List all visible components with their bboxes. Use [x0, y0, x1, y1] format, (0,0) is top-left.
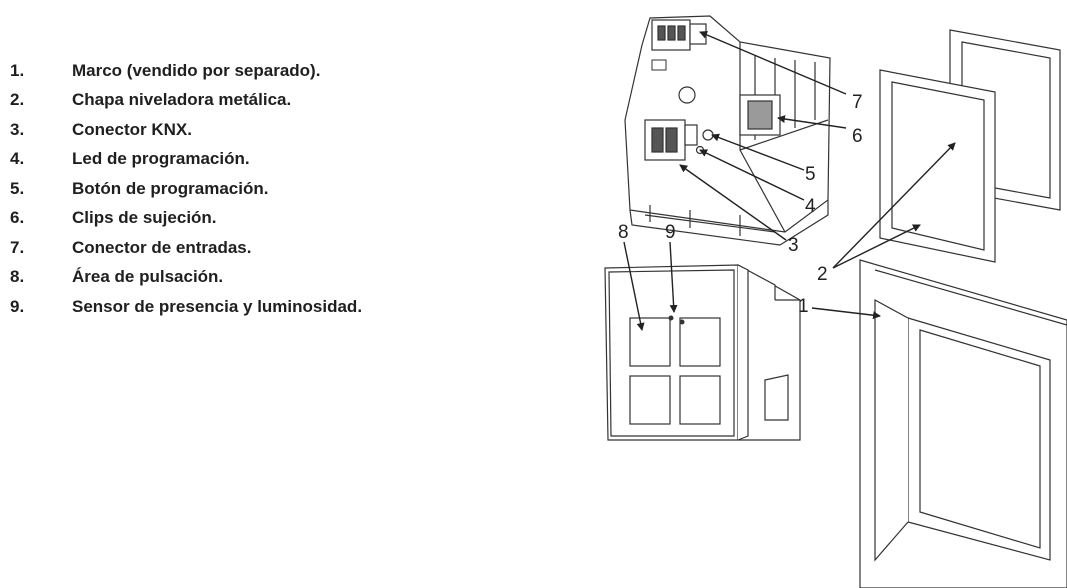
legend-label: Marco (vendido por separado).: [72, 60, 321, 80]
legend-label: Chapa niveladora metálica.: [72, 90, 292, 110]
legend-item-8: 8. Área de pulsación.: [10, 263, 362, 293]
exploded-device-diagram: 7 6 5 4 3 2 1 8 9: [604, 15, 1067, 588]
legend-number: 8.: [10, 267, 25, 287]
programming-button: [702, 129, 714, 141]
legend-number: 9.: [10, 296, 25, 316]
module-hole: [678, 86, 696, 104]
legend-label: Botón de programación.: [72, 178, 269, 198]
callout-7: 7: [852, 92, 863, 113]
leveling-plate: [879, 29, 1061, 263]
legend-item-5: 5. Botón de programación.: [10, 174, 362, 204]
callout-2: 2: [817, 264, 828, 285]
callout-5: 5: [805, 164, 816, 185]
callout-4: 4: [805, 196, 816, 217]
knx-connector: [644, 119, 698, 161]
legend-number: 7.: [10, 237, 25, 257]
callout-lines: [623, 31, 956, 331]
legend-item-7: 7. Conector de entradas.: [10, 233, 362, 263]
legend-item-6: 6. Clips de sujeción.: [10, 204, 362, 234]
legend-label: Clips de sujeción.: [72, 208, 217, 228]
callout-8: 8: [618, 222, 629, 243]
knx-module: [624, 15, 831, 246]
callout-3: 3: [788, 235, 799, 256]
sensor-dot-left: [668, 315, 674, 321]
module-slot: [651, 59, 667, 71]
callout-1: 1: [798, 296, 809, 317]
legend-label: Área de pulsación.: [72, 267, 224, 287]
sensor-dot-right: [679, 319, 685, 325]
frame: [859, 259, 1067, 588]
legend-number: 4.: [10, 149, 25, 169]
legend-item-1: 1. Marco (vendido por separado).: [10, 56, 362, 86]
legend-number: 6.: [10, 208, 25, 228]
push-button-keypad: [604, 264, 801, 441]
legend-label: Conector KNX.: [72, 119, 192, 139]
legend-item-2: 2. Chapa niveladora metálica.: [10, 86, 362, 116]
input-connector: [651, 19, 707, 51]
legend-item-4: 4. Led de programación.: [10, 145, 362, 175]
legend-label: Sensor de presencia y luminosidad.: [72, 296, 363, 316]
fixing-clip: [739, 94, 781, 136]
legend-item-9: 9. Sensor de presencia y luminosidad.: [10, 292, 362, 322]
legend-label: Led de programación.: [72, 149, 250, 169]
legend-number: 2.: [10, 90, 25, 110]
legend-number: 1.: [10, 60, 25, 80]
legend-number: 3.: [10, 119, 25, 139]
parts-legend: 1. Marco (vendido por separado). 2. Chapa …: [10, 56, 362, 322]
callout-9: 9: [665, 222, 676, 243]
legend-number: 5.: [10, 178, 25, 198]
legend-label: Conector de entradas.: [72, 237, 252, 257]
legend-item-3: 3. Conector KNX.: [10, 115, 362, 145]
callout-6: 6: [852, 126, 863, 147]
